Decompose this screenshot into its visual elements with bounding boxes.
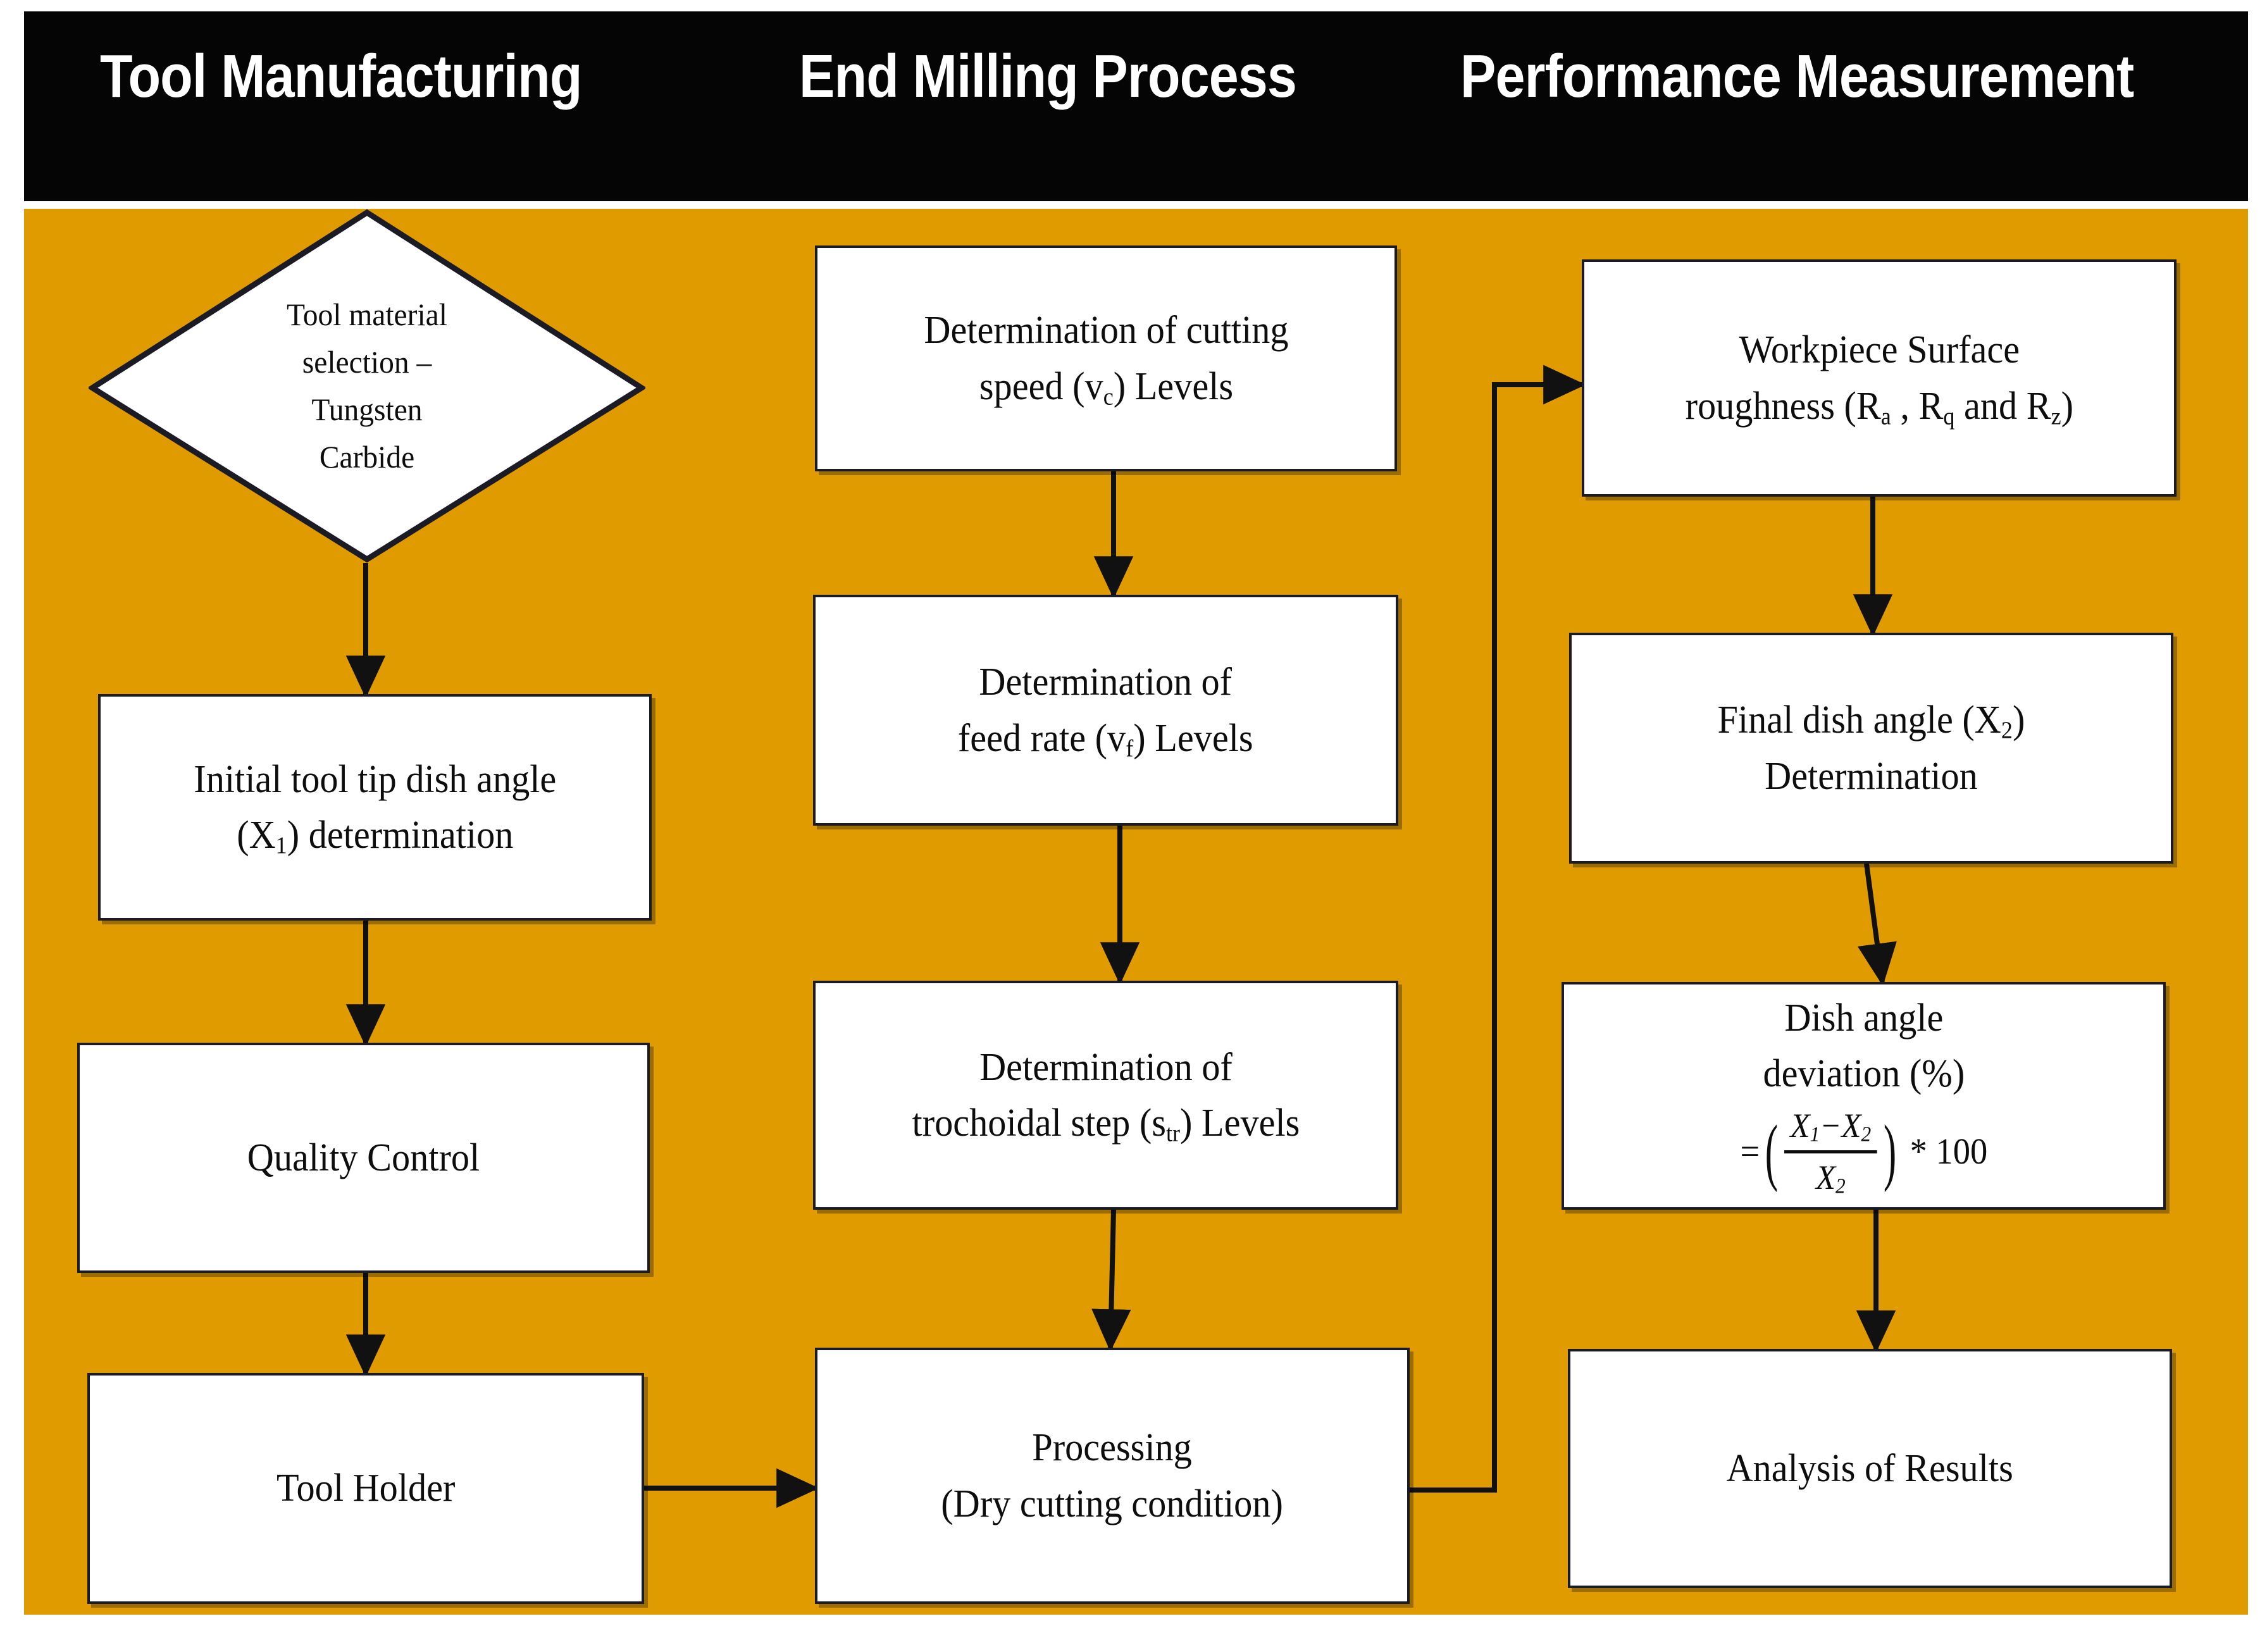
feed-rate-line-2-post: ) Levels bbox=[1133, 716, 1253, 760]
roughness-subscript-a: a bbox=[1880, 402, 1891, 430]
tool-holder-label: Tool Holder bbox=[276, 1467, 456, 1510]
formula-den-sub: 2 bbox=[1835, 1174, 1846, 1198]
formula-x2-sub: 2 bbox=[1861, 1122, 1871, 1146]
final-dish-angle-subscript: 2 bbox=[2001, 717, 2013, 744]
trochoidal-step-box[interactable]: Determination of trochoidal step (str) L… bbox=[813, 981, 1398, 1210]
diamond-line-1: Tool material bbox=[287, 297, 447, 332]
diamond-line-2: selection – bbox=[302, 344, 432, 380]
surface-roughness-box[interactable]: Workpiece Surface roughness (Ra , Rq and… bbox=[1582, 259, 2177, 497]
header-title-end-milling-process: End Milling Process bbox=[799, 42, 1297, 110]
surface-roughness-label: Workpiece Surface roughness (Ra , Rq and… bbox=[1674, 322, 2084, 433]
deviation-line-2: deviation (%) bbox=[1763, 1052, 1965, 1095]
formula-den-x: X bbox=[1815, 1158, 1835, 1196]
initial-dish-angle-label: Initial tool tip dish angle (X1) determi… bbox=[183, 752, 567, 863]
trochoidal-step-line-2-pre: trochoidal step (s bbox=[912, 1102, 1166, 1145]
formula-numerator: X1−X2 bbox=[1784, 1102, 1877, 1150]
initial-dish-angle-line-2-pre: (X bbox=[236, 814, 276, 857]
formula-open-paren: ( bbox=[1765, 1110, 1778, 1193]
trochoidal-step-line-1: Determination of bbox=[979, 1045, 1233, 1089]
final-dish-angle-label: Final dish angle (X2) Determination bbox=[1707, 692, 2036, 804]
surface-roughness-line-2-d: ) bbox=[2061, 384, 2073, 428]
tool-material-selection-diamond[interactable]: Tool material selection – Tungsten Carbi… bbox=[89, 209, 645, 563]
deviation-line-1: Dish angle bbox=[1784, 996, 1943, 1040]
formula-fraction: X1−X2 X2 bbox=[1784, 1102, 1877, 1202]
trochoidal-step-subscript: tr bbox=[1165, 1120, 1180, 1147]
feed-rate-box[interactable]: Determination of feed rate (vf) Levels bbox=[813, 595, 1398, 826]
formula-x2: X bbox=[1841, 1106, 1861, 1145]
header-title-performance-measurement: Performance Measurement bbox=[1460, 42, 2134, 110]
cutting-speed-subscript: c bbox=[1103, 383, 1114, 410]
initial-dish-angle-subscript: 1 bbox=[275, 832, 287, 859]
processing-label: Processing (Dry cutting condition) bbox=[931, 1420, 1294, 1531]
formula-times-100: * 100 bbox=[1910, 1130, 1987, 1172]
feed-rate-line-2-pre: feed rate (v bbox=[958, 716, 1126, 760]
quality-control-label: Quality Control bbox=[247, 1136, 480, 1179]
feed-rate-line-1: Determination of bbox=[979, 661, 1233, 704]
surface-roughness-line-2-b: , R bbox=[1891, 384, 1944, 428]
cutting-speed-line-2-post: ) Levels bbox=[1113, 364, 1233, 408]
surface-roughness-line-1: Workpiece Surface bbox=[1739, 328, 2020, 372]
cutting-speed-label: Determination of cutting speed (vc) Leve… bbox=[913, 302, 1299, 414]
trochoidal-step-line-2-post: ) Levels bbox=[1179, 1102, 1300, 1145]
processing-box[interactable]: Processing (Dry cutting condition) bbox=[815, 1348, 1410, 1604]
roughness-subscript-q: q bbox=[1943, 402, 1955, 430]
feed-rate-label: Determination of feed rate (vf) Levels bbox=[947, 654, 1264, 766]
formula-denominator: X2 bbox=[1784, 1150, 1877, 1202]
initial-dish-angle-line-1: Initial tool tip dish angle bbox=[193, 757, 557, 801]
formula-equals: = bbox=[1740, 1130, 1760, 1172]
tool-holder-box[interactable]: Tool Holder bbox=[87, 1373, 644, 1604]
quality-control-box[interactable]: Quality Control bbox=[77, 1043, 650, 1273]
formula-x1-sub: 1 bbox=[1810, 1122, 1820, 1146]
processing-line-2: (Dry cutting condition) bbox=[941, 1482, 1284, 1525]
header-band: Tool Manufacturing End Milling Process P… bbox=[24, 11, 2248, 201]
final-dish-angle-box[interactable]: Final dish angle (X2) Determination bbox=[1569, 633, 2173, 864]
diamond-line-4: Carbide bbox=[319, 439, 415, 475]
cutting-speed-box[interactable]: Determination of cutting speed (vc) Leve… bbox=[815, 245, 1397, 471]
formula-close-paren: ) bbox=[1883, 1110, 1896, 1193]
roughness-subscript-z: z bbox=[2051, 402, 2061, 430]
processing-line-1: Processing bbox=[1032, 1426, 1193, 1470]
initial-dish-angle-box[interactable]: Initial tool tip dish angle (X1) determi… bbox=[98, 694, 652, 921]
initial-dish-angle-line-2-post: ) determination bbox=[287, 814, 514, 857]
cutting-speed-line-2-pre: speed (v bbox=[979, 364, 1103, 408]
final-dish-angle-line-1-pre: Final dish angle (X bbox=[1717, 699, 2001, 742]
surface-roughness-line-2-a: roughness (R bbox=[1685, 384, 1881, 428]
formula-x1: X bbox=[1790, 1106, 1810, 1145]
final-dish-angle-line-2: Determination bbox=[1765, 754, 1978, 798]
trochoidal-step-label: Determination of trochoidal step (str) L… bbox=[901, 1040, 1310, 1151]
deviation-formula: = ( X1−X2 X2 ) * 100 bbox=[1740, 1102, 1987, 1202]
diamond-line-3: Tungsten bbox=[311, 392, 423, 427]
dish-angle-deviation-box[interactable]: Dish angle deviation (%) = ( X1−X2 X2 ) … bbox=[1562, 982, 2166, 1210]
surface-roughness-line-2-c: and R bbox=[1954, 384, 2051, 428]
final-dish-angle-line-1-post: ) bbox=[2013, 699, 2025, 742]
formula-minus: − bbox=[1819, 1106, 1842, 1145]
cutting-speed-line-1: Determination of cutting bbox=[923, 309, 1289, 352]
analysis-of-results-label: Analysis of Results bbox=[1726, 1446, 2014, 1490]
diamond-label: Tool material selection – Tungsten Carbi… bbox=[102, 209, 631, 563]
feed-rate-subscript: f bbox=[1126, 735, 1134, 762]
analysis-of-results-box[interactable]: Analysis of Results bbox=[1568, 1349, 2172, 1588]
header-title-tool-manufacturing: Tool Manufacturing bbox=[100, 42, 582, 110]
dish-angle-deviation-label: Dish angle deviation (%) = ( X1−X2 X2 ) … bbox=[1729, 990, 1998, 1202]
